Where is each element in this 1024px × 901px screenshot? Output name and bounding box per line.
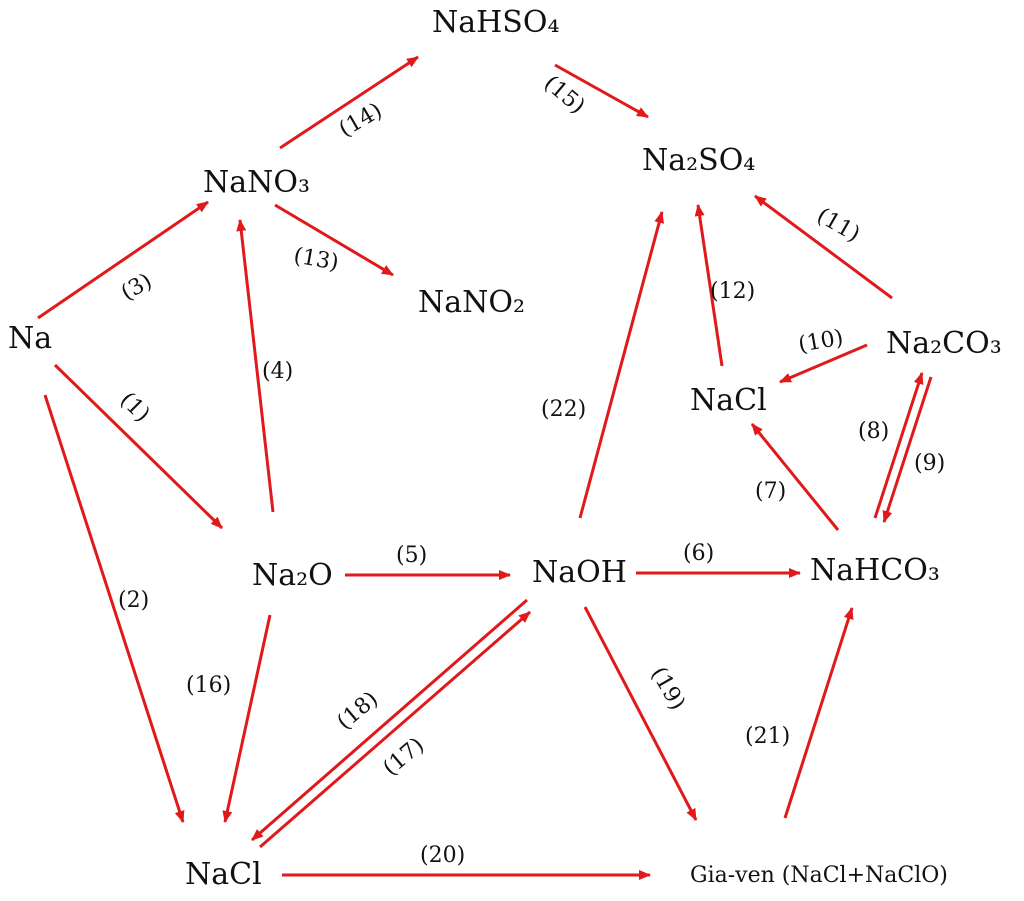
reaction-label-1: (1) [115, 388, 155, 428]
arrow-17 [259, 610, 531, 849]
arrow-12 [694, 204, 724, 367]
reaction-label-16: (16) [186, 673, 231, 698]
reaction-label-20: (20) [420, 843, 465, 868]
compound-nodes: NaHSO₄ Na₂SO₄ NaNO₃ NaNO₂ Na Na₂CO₃ NaCl… [8, 5, 1002, 892]
arrow-1 [53, 363, 224, 530]
arrow-2 [43, 394, 185, 823]
compound-nacl-bottom: NaCl [185, 857, 262, 892]
reaction-label-13: (13) [292, 243, 341, 275]
reaction-label-10: (10) [796, 325, 845, 357]
arrow-13 [274, 203, 394, 277]
compound-na2so4: Na₂SO₄ [642, 143, 755, 178]
compound-na2co3: Na₂CO₃ [886, 326, 1002, 361]
reaction-label-18: (18) [332, 687, 383, 735]
arrow-3 [37, 200, 209, 320]
compound-giaven: Gia-ven (NaCl+NaClO) [690, 863, 948, 888]
arrow-19 [583, 606, 698, 821]
compound-nano3: NaNO₃ [203, 165, 310, 200]
reaction-label-19: (19) [646, 663, 690, 715]
reaction-label-7: (7) [755, 479, 786, 504]
arrow-21 [783, 607, 854, 819]
compound-nacl-top: NaCl [690, 383, 767, 418]
reaction-label-9: (9) [914, 451, 945, 476]
arrow-18 [251, 598, 528, 842]
reaction-label-15: (15) [539, 71, 590, 119]
arrow-14 [279, 55, 419, 150]
reaction-label-3: (3) [117, 269, 156, 306]
arrow-15 [554, 63, 649, 119]
compound-na: Na [8, 321, 52, 356]
arrow-4 [236, 219, 275, 513]
reaction-label-22: (22) [541, 397, 586, 422]
arrow-8 [873, 372, 924, 519]
arrow-10 [779, 343, 868, 384]
reaction-label-5: (5) [396, 543, 427, 568]
compound-na2o: Na₂O [252, 558, 333, 593]
reaction-arrows [37, 55, 933, 880]
compound-nahso4: NaHSO₄ [432, 5, 559, 40]
reaction-label-6: (6) [683, 541, 714, 566]
reaction-label-12: (12) [710, 279, 755, 304]
arrow-9 [882, 376, 933, 523]
compound-nano2: NaNO₂ [418, 285, 525, 320]
reaction-label-2: (2) [118, 588, 149, 613]
reaction-label-8: (8) [858, 419, 889, 444]
reaction-label-4: (4) [262, 359, 293, 384]
reaction-label-21: (21) [745, 724, 790, 749]
reaction-label-17: (17) [378, 733, 429, 781]
compound-naoh: NaOH [532, 555, 627, 590]
compound-nahco3: NaHCO₃ [810, 553, 940, 588]
arrow-7 [750, 423, 840, 531]
arrow-16 [222, 614, 272, 823]
arrow-11 [754, 194, 893, 300]
arrow-22 [578, 211, 664, 519]
reaction-label-11: (11) [812, 203, 864, 247]
